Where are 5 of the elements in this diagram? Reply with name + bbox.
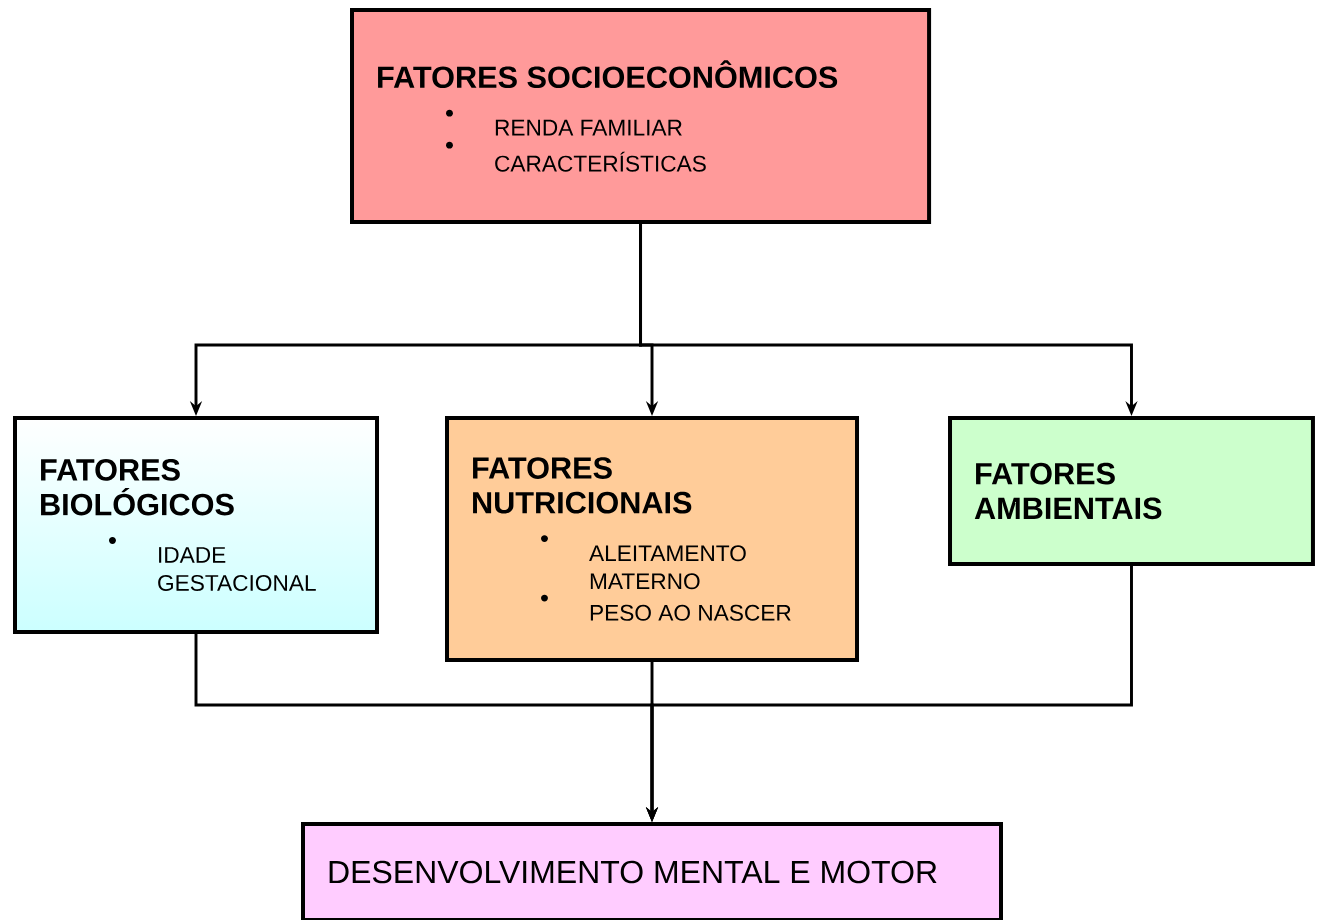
- factor-box: FATORES SOCIOECONÔMICOS RENDA FAMILIAR CARACTERÍSTICAS: [350, 8, 932, 224]
- factor-box: FATORES AMBIENTAIS: [948, 416, 1315, 566]
- factor-box: FATORES NUTRICIONAIS ALEITAMENTO MATERNO PESO AO NASCER: [445, 416, 859, 662]
- factor-box: FATORES BIOLÓGICOS IDADE GESTACIONAL: [13, 416, 379, 634]
- outcome-box: DESENVOLVIMENTO MENTAL E MOTOR: [301, 822, 1003, 920]
